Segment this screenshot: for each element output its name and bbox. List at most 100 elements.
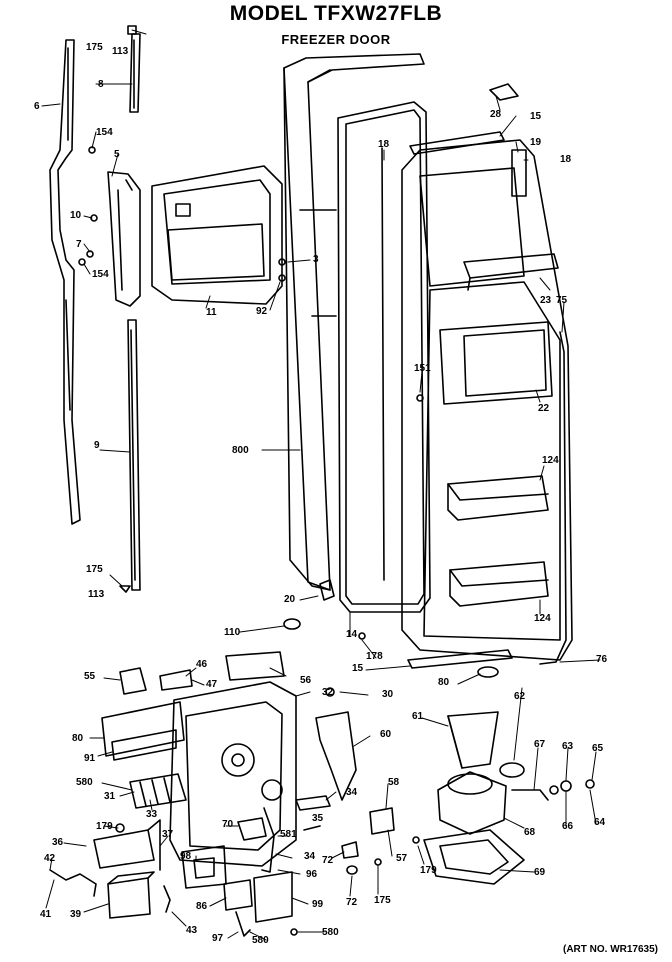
callout-86: 86 [196,901,208,912]
panel-80-91 [101,701,185,761]
callout-154: 154 [92,269,109,280]
callout-14: 14 [346,629,358,640]
callout-65: 65 [592,743,604,754]
callout-91: 91 [84,753,96,764]
wire-75-76 [539,331,567,665]
callout-33: 33 [146,809,158,820]
callout-43: 43 [186,925,198,936]
callout-47: 47 [206,679,218,690]
callout-92: 92 [256,306,268,317]
callout-11: 11 [206,307,217,318]
callout-580: 580 [252,935,269,946]
small-parts-mid [278,258,424,640]
callout-55: 55 [84,671,96,682]
callout-5: 5 [114,149,120,160]
callout-22: 22 [538,403,550,414]
callout-37: 37 [162,829,174,840]
callout-96: 96 [306,869,318,880]
callout-580: 580 [322,927,339,938]
trim-strip-8 [129,33,141,113]
callout-61: 61 [412,711,424,722]
callout-39: 39 [70,909,82,920]
callout-15: 15 [352,663,364,674]
callout-66: 66 [562,821,574,832]
callout-154: 154 [96,127,113,138]
callout-58: 58 [388,777,400,788]
callout-179: 179 [96,821,113,832]
art-number: (ART NO. WR17635) [562,944,658,955]
trim-strip-6 [49,39,81,525]
parts-86-97-99 [163,871,293,937]
handle-5 [107,171,141,307]
callout-15: 15 [530,111,542,122]
parts-63-64-65-66-67 [511,779,595,801]
callout-72: 72 [346,897,358,908]
callout-580: 580 [76,777,93,788]
callout-99: 99 [312,899,324,910]
callout-20: 20 [284,594,296,605]
callout-32: 32 [322,687,334,698]
callout-151: 151 [414,363,431,374]
callout-19: 19 [530,137,542,148]
callout-35: 35 [312,813,324,824]
top-trims-15-19-28 [409,83,527,197]
callout-34: 34 [346,787,358,798]
callout-62: 62 [514,691,526,702]
callout-63: 63 [562,741,574,752]
callout-67: 67 [534,739,546,750]
callout-30: 30 [382,689,394,700]
callout-7: 7 [76,239,82,250]
callout-800: 800 [232,445,249,456]
wire-41-42 [49,869,97,897]
callout-80: 80 [438,677,450,688]
bracket-60 [315,711,357,801]
callout-72: 72 [322,855,334,866]
grille-33 [129,773,187,809]
dispenser-recess-11 [151,165,283,305]
callout-124: 124 [542,455,559,466]
callout-28: 28 [490,109,502,120]
callout-175: 175 [374,895,391,906]
dispenser-housing [169,681,297,867]
callout-75: 75 [556,295,568,306]
battery-box-39 [107,871,155,919]
bottom-trim-15-80 [407,649,513,678]
callout-23: 23 [540,295,552,306]
switch-36-37 [93,819,161,871]
parts-57-58 [369,807,395,835]
callout-31: 31 [104,791,116,802]
callout-9: 9 [94,440,100,451]
callout-57: 57 [396,853,408,864]
motor-68 [437,771,507,835]
callout-98: 98 [180,851,192,862]
callout-18: 18 [560,154,572,165]
callout-581: 581 [280,829,297,840]
callout-113: 113 [112,46,129,57]
bin-124-lower [449,561,549,607]
callout-3: 3 [313,254,319,265]
callout-18: 18 [378,139,390,150]
callout-124: 124 [534,613,551,624]
tray-69 [423,829,525,885]
callout-179: 179 [420,865,437,876]
callout-34: 34 [304,851,316,862]
gasket-14 [337,101,431,613]
callout-42: 42 [44,853,56,864]
callout-97: 97 [212,933,224,944]
bin-124-upper [447,475,549,521]
callout-110: 110 [224,627,241,638]
callout-41: 41 [40,909,52,920]
parts-70-96-34 [237,795,331,873]
callout-68: 68 [524,827,536,838]
callout-175: 175 [86,42,103,53]
callout-6: 6 [34,101,40,112]
shelf-23 [463,253,559,291]
callout-80: 80 [72,733,84,744]
callout-60: 60 [380,729,392,740]
callout-69: 69 [534,867,546,878]
callout-8: 8 [98,79,104,90]
callout-175: 175 [86,564,103,575]
model-title: MODEL TFXW27FLB [229,2,443,25]
section-subtitle: FREEZER DOOR [281,32,391,47]
